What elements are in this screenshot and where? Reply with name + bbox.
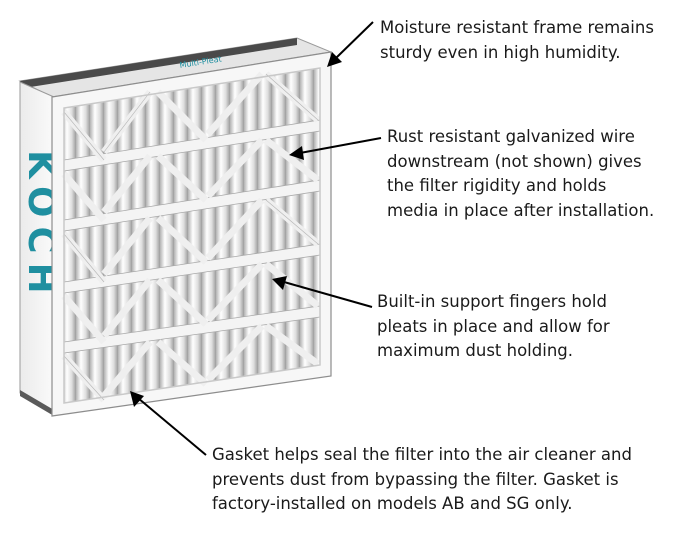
callout-line: pleats in place and allow for xyxy=(377,316,610,336)
callout-line: sturdy even in high humidity. xyxy=(380,42,621,62)
callout-support-fingers: Built-in support fingers hold pleats in … xyxy=(377,290,610,364)
callout-galvanized-wire: Rust resistant galvanized wire downstrea… xyxy=(387,125,654,223)
callout-line: the filter rigidity and holds xyxy=(387,176,607,195)
callout-line: media in place after installation. xyxy=(387,200,655,220)
frame-inner-border xyxy=(63,67,321,404)
gasket-top xyxy=(20,38,297,88)
callout-line: Built-in support fingers hold xyxy=(377,292,607,311)
gasket-bottom xyxy=(20,390,54,416)
arrow-wire xyxy=(289,137,382,160)
pleated-media xyxy=(63,67,321,404)
callout-gasket: Gasket helps seal the filter into the ai… xyxy=(212,443,632,517)
support-finger-edges xyxy=(63,73,319,401)
arrow-gasket xyxy=(130,391,207,456)
arrow-frame xyxy=(327,21,374,67)
support-bands xyxy=(63,119,321,354)
callout-line: factory-installed on models AB and SG on… xyxy=(212,494,573,513)
callout-arrows xyxy=(130,21,382,456)
callout-line: Gasket helps seal the filter into the ai… xyxy=(212,445,632,464)
callout-line: prevents dust from bypassing the filter.… xyxy=(212,469,619,489)
callout-line: Rust resistant galvanized wire xyxy=(387,127,635,146)
callout-moisture-frame: Moisture resistant frame remains sturdy … xyxy=(380,16,654,65)
callout-line: maximum dust holding. xyxy=(377,341,573,360)
callout-line: downstream (not shown) gives xyxy=(387,151,642,171)
arrow-fingers xyxy=(272,276,373,308)
callout-line: Moisture resistant frame remains xyxy=(380,18,654,37)
air-filter: Multi-Pleat KOCH xyxy=(18,37,333,417)
